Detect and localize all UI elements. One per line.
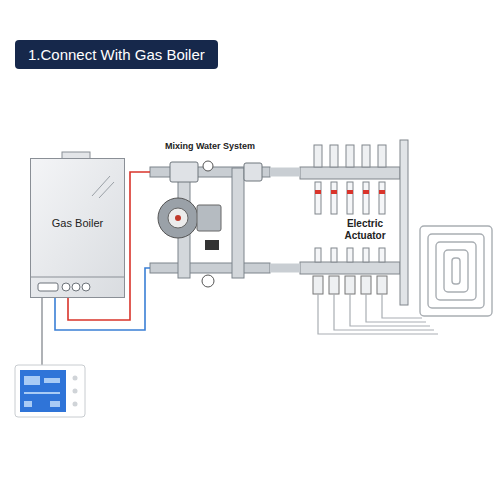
- coil-loop: [452, 258, 460, 284]
- title-banner: 1.Connect With Gas Boiler: [15, 40, 218, 69]
- boiler-knob: [62, 283, 70, 291]
- flow-meter: [315, 182, 321, 214]
- thermostatic-head: [244, 163, 262, 181]
- pump-face: [168, 208, 188, 228]
- actuator: [313, 276, 323, 294]
- manifold-pipe: [270, 264, 300, 273]
- pump-motor: [197, 205, 221, 231]
- valve: [314, 145, 322, 167]
- boiler-casing: [30, 158, 125, 298]
- node-label: Gas Boiler: [35, 217, 120, 230]
- manifold-pipe: [270, 168, 300, 177]
- node-label: Electric Actuator: [336, 218, 394, 241]
- flow-mark: [363, 190, 369, 194]
- flow-meter: [363, 182, 369, 214]
- valve: [330, 145, 338, 167]
- mixing-system: Mixing Water System: [150, 141, 270, 291]
- actuator: [345, 276, 355, 294]
- manifold: [300, 140, 492, 334]
- coil-loop: [436, 242, 476, 300]
- coil-loop: [444, 250, 468, 292]
- coil-loop: [420, 226, 492, 316]
- thermostat-frame: [15, 365, 85, 417]
- return-valve: [347, 248, 353, 262]
- manifold-box: Electric Actuator: [300, 140, 410, 340]
- return-pipe: [150, 263, 270, 273]
- thermostat-screen: [20, 370, 66, 412]
- flow-mark: [315, 190, 321, 194]
- boiler-panel-line: [30, 277, 125, 278]
- return-valve: [379, 248, 385, 262]
- supply-bar: [300, 167, 400, 179]
- boiler-reflection: [99, 182, 114, 198]
- flow-mark: [347, 190, 353, 194]
- pressure-gauge: [203, 161, 213, 171]
- coil-loop: [428, 234, 484, 308]
- boiler-knob: [82, 283, 90, 291]
- thermostat-digits: [24, 376, 40, 385]
- pump-body: [158, 198, 198, 238]
- temperature-gauge: [202, 275, 214, 287]
- floor-pipe: [366, 294, 426, 322]
- return-valve: [315, 248, 321, 262]
- flow-mark: [331, 190, 337, 194]
- boiler-display: [38, 283, 58, 291]
- thermostat-button: [73, 402, 78, 407]
- pump-dial: [175, 215, 181, 221]
- end-pipe: [400, 140, 408, 305]
- floor-pipe: [382, 294, 422, 318]
- bypass-pipe: [232, 168, 244, 278]
- pump-control: [205, 240, 219, 250]
- return-valve: [331, 248, 337, 262]
- actuator: [329, 276, 339, 294]
- valve: [378, 145, 386, 167]
- floor-pipe: [334, 294, 434, 330]
- flow-mark: [379, 190, 385, 194]
- flow-meter: [379, 182, 385, 214]
- node-label: Mixing Water System: [150, 141, 270, 151]
- floor-coil: [420, 226, 492, 316]
- thermostat-bar: [24, 392, 60, 394]
- mixing-valve: [170, 162, 198, 182]
- thermostat: [15, 298, 85, 417]
- actuator: [361, 276, 371, 294]
- return-pipe: [55, 268, 150, 330]
- valve: [346, 145, 354, 167]
- valve: [362, 145, 370, 167]
- boiler-box: Gas Boiler: [30, 158, 125, 298]
- boiler-reflection: [92, 176, 110, 196]
- actuator: [377, 276, 387, 294]
- boiler-knob: [72, 283, 80, 291]
- flow-meter: [331, 182, 337, 214]
- flow-meter: [347, 182, 353, 214]
- return-valve: [363, 248, 369, 262]
- boiler-body: [30, 152, 125, 298]
- thermostat-button: [73, 389, 78, 394]
- thermostat-digits: [44, 378, 60, 383]
- thermostat-icon: [24, 401, 32, 407]
- floor-pipe: [350, 294, 430, 326]
- mixing-unit: [150, 161, 270, 287]
- thermostat-wire: [41, 298, 42, 365]
- thermostat-button: [73, 376, 78, 381]
- thermostat-icon: [50, 401, 60, 407]
- return-bar: [300, 262, 400, 274]
